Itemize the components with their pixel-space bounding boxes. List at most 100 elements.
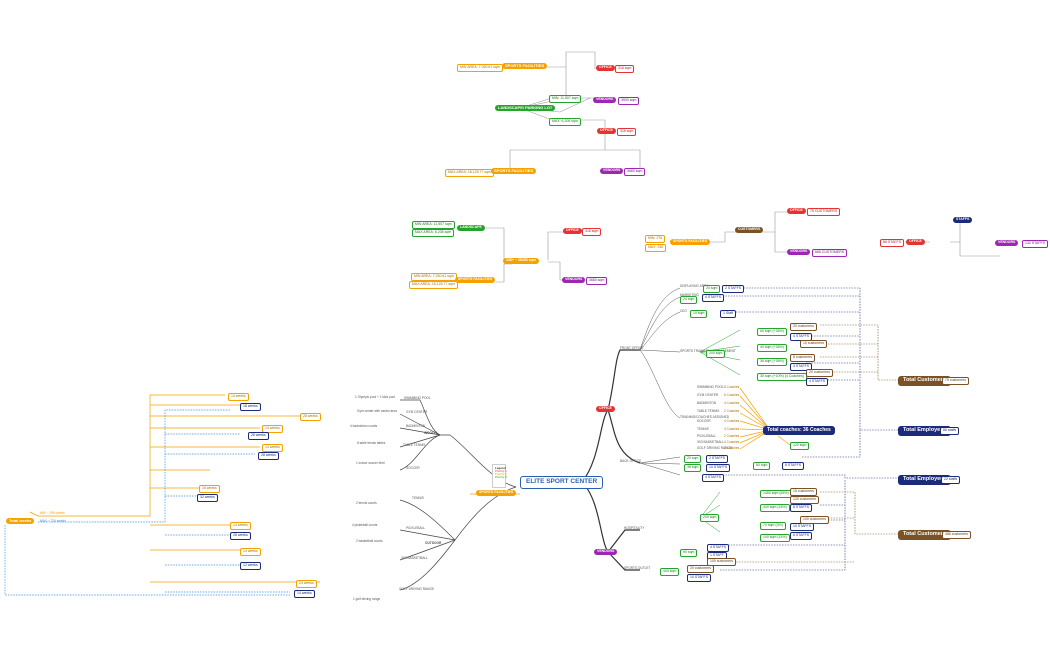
indoor-item-soccer[interactable]: SOCCER — [406, 466, 420, 470]
cust-sports-facilities-node[interactable]: SPORTS FACILITIES — [670, 239, 711, 245]
total-customers-value: 75 customers — [942, 377, 970, 385]
outdoor-item-golf[interactable]: GOLF DRIVING RANGE — [399, 587, 435, 591]
mid-office-node[interactable]: OFFICE — [563, 228, 582, 234]
coach-val-9: 2 Coaches — [724, 446, 740, 450]
weeks-soccer-min: 16 weeks — [199, 485, 220, 493]
weeks-tt-min: 14 weeks — [262, 444, 283, 452]
val-hosp-1: 1450 sqm (65%) — [760, 490, 792, 498]
customers-min: MIN: 276 — [645, 235, 666, 243]
val-hosp: 200 sqm — [700, 514, 720, 522]
front-item-coaches[interactable]: TRAINING/COACHES ASSIGNED — [680, 415, 730, 419]
indoor-item-badminton[interactable]: BADMINTON — [406, 424, 426, 428]
staff-back-3: 8 STAFFS — [782, 462, 805, 470]
coach-val-7: 2 Coaches — [724, 434, 740, 438]
note-table-tennis: 6 table tennis tables — [357, 441, 386, 445]
sports-facilities-node-2[interactable]: SPORTS FACILITIES — [491, 168, 537, 174]
total-coaches-node[interactable]: Total coaches: 36 Coaches — [763, 426, 835, 435]
weeks-soccer-max: 32 weeks — [197, 494, 218, 502]
val-back-1: 20 sqm — [684, 455, 702, 463]
indoor-item-table-tennis[interactable]: TABLE TENNIS — [403, 443, 426, 447]
vendors-node[interactable]: VENDORS — [593, 97, 617, 103]
sports-outlet-node[interactable]: SPORTS OUTLET — [624, 566, 651, 570]
note-badminton: 4 badminton courts — [350, 424, 378, 428]
coach-item-9: GOLF DRIVING RANGE — [697, 446, 733, 450]
total-customers-node-2[interactable]: Total Customers — [898, 530, 951, 540]
val-hosp-2: 400 sqm (18%) — [760, 504, 790, 512]
outdoor-item-pickleball[interactable]: PICKLEBALL — [406, 526, 426, 530]
val-coaches-area: 120 sqm — [790, 442, 810, 450]
outdoor-node[interactable]: OUTDOOR — [425, 541, 442, 545]
weeks-badminton-min: 14 weeks — [262, 425, 283, 433]
vendors-node-2[interactable]: VENDORS — [600, 168, 624, 174]
office-node-2[interactable]: OFFICE — [597, 128, 616, 134]
total-employees-node-2[interactable]: Total Employees — [898, 475, 952, 485]
back-office-node[interactable]: BACK OFFICE — [620, 459, 642, 463]
cust-vendors-node[interactable]: VENDORS — [787, 249, 811, 255]
front-item-marketing[interactable]: MARKETING — [680, 293, 699, 297]
office-node[interactable]: OFFICE — [596, 65, 615, 71]
indoor-node[interactable]: INDOOR — [424, 431, 437, 435]
legend-item-3: Priority 3 — [495, 475, 507, 479]
total-customers-value-2: 486 customers — [942, 531, 971, 539]
mid-landscape-node[interactable]: LANDSCAPE — [457, 225, 485, 231]
cust-vendors-value: 665 CUSTOMERS — [812, 249, 848, 257]
office-value-2: 316 sqm — [617, 128, 637, 136]
landscape-parking-node[interactable]: LANDSCAPE/ PARKING LOT — [495, 105, 556, 111]
legend: Legend Priority 1 Priority 2 Priority 3 — [492, 464, 507, 488]
val-ceo: 10 sqm — [690, 310, 708, 318]
landscape-min: MIN: 11,507 sqm — [549, 95, 582, 103]
val-training: 200 sqm — [706, 350, 726, 358]
weeks-pickle-max: 28 weeks — [230, 532, 251, 540]
front-item-display[interactable]: DISPLAYING AREA — [680, 284, 709, 288]
note-soccer: 1 indoor soccer field — [356, 461, 385, 465]
cust-office-node[interactable]: OFFICE — [787, 208, 806, 214]
customers-node[interactable]: CUSTOMERS — [735, 227, 764, 233]
legend-item-2: Priority 2 — [495, 472, 507, 476]
outdoor-item-tennis[interactable]: TENNIS — [412, 496, 424, 500]
staff-back-1: 2 STAFFS — [706, 455, 729, 463]
val-display: 20 sqm — [703, 285, 721, 293]
mid-total-node[interactable]: 235+ ~ 38455 sqm — [503, 258, 539, 264]
front-office-node[interactable]: FRONT OFFICE — [620, 346, 644, 350]
val-train-3: 36 sqm (+36%) — [757, 358, 787, 366]
val-marketing: 24 sqm — [680, 296, 698, 304]
note-gym: Gym center with cardio area — [357, 409, 397, 413]
val-hosp-4: 100 sqm (15%) — [760, 534, 790, 542]
sports-facilities-node[interactable]: SPORTS FACILITIES — [502, 63, 548, 69]
coach-val-5: 4 Coaches — [724, 419, 740, 423]
staff-train-3: 4 STAFFS — [806, 378, 829, 386]
staff-office-node[interactable]: OFFICE — [906, 239, 925, 245]
front-item-ceo[interactable]: CEO — [680, 309, 687, 313]
staffs-node[interactable]: STAFFS — [953, 217, 973, 223]
staff-display: 2 STAFFS — [722, 285, 745, 293]
total-weeks-node[interactable]: Total weeks — [6, 518, 35, 524]
staff-vendors-node[interactable]: VENDORS — [995, 240, 1019, 246]
indoor-item-swimming[interactable]: SWIMMING POOL — [404, 396, 431, 400]
indoor-item-gym[interactable]: GYM CENTER — [406, 410, 428, 414]
office-value: 316 sqm — [615, 65, 635, 73]
note-pickleball: 4 pickleball courts — [352, 523, 378, 527]
coach-item-8: 3X3 BASKETBALL — [697, 440, 724, 444]
coach-val-4: 2 Coaches — [724, 409, 740, 413]
val-train-2: 40 sqm (+36%) — [757, 344, 787, 352]
staff-marketing: 4 STAFFS — [702, 294, 725, 302]
left-sports-facilities-node[interactable]: SPORTS FACILITIES — [476, 490, 517, 496]
staff-outlet-3: 10 STAFFS — [687, 574, 712, 582]
sf-max-area: MAX AREA: 18,125.77 sqm — [445, 169, 494, 177]
outdoor-item-basketball[interactable]: 3X3 BASKETBALL — [401, 556, 428, 560]
weeks-golf-max: 14 weeks — [294, 590, 315, 598]
mid-vendors-node[interactable]: VENDORS — [562, 277, 586, 283]
cust-outlet-2: 20 customers — [687, 565, 715, 573]
weeks-golf-min: 24 weeks — [296, 580, 317, 588]
right-office-node[interactable]: OFFICE — [596, 406, 615, 412]
landscape-max: MAX: 6,208 sqm — [549, 118, 581, 126]
total-employees-node[interactable]: Total Employees — [898, 426, 952, 436]
right-vendors-node[interactable]: VENDORS — [594, 549, 618, 555]
root-node[interactable]: ELITE SPORT CENTER — [520, 476, 604, 489]
mid-landscape-max: MAX AREA: 6,208 sqm — [412, 229, 455, 237]
total-customers-node[interactable]: Total Customers — [898, 376, 951, 386]
hospitality-node[interactable]: HOSPITALITY — [624, 526, 645, 530]
val-outlet-1: 90 sqm — [680, 549, 698, 557]
legend-title: Legend — [495, 466, 506, 470]
mid-sports-facilities-node[interactable]: SPORTS FACILITIES — [455, 277, 496, 283]
